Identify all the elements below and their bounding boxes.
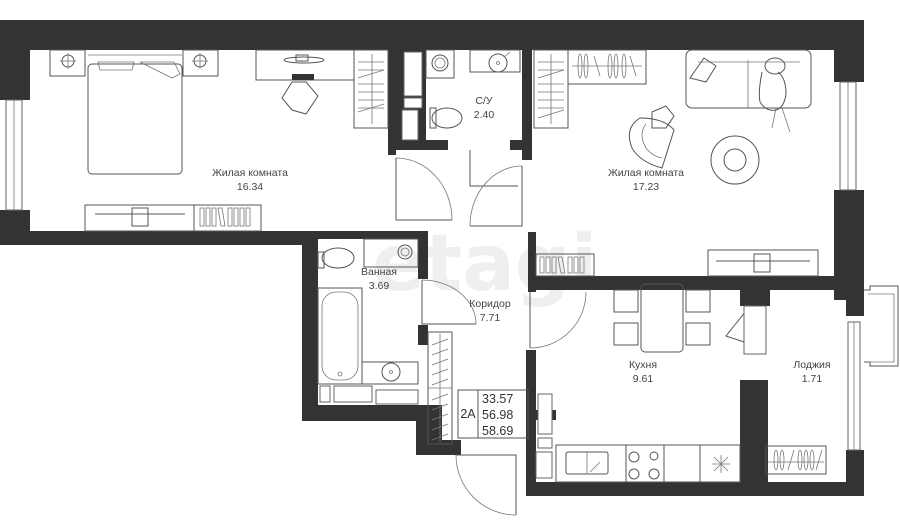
room-name: С/У — [475, 95, 493, 107]
room-area: 2.40 — [474, 109, 495, 121]
domclick-house-icon — [38, 460, 66, 490]
walls — [0, 20, 864, 496]
kitchen-furniture — [535, 283, 767, 483]
room-label-loggia: Лоджия 1.71 — [793, 359, 830, 385]
loggia-furniture — [765, 445, 827, 475]
room-area: 9.61 — [633, 373, 654, 385]
room-area: 1.71 — [802, 373, 823, 385]
total-area: 56.98 — [482, 408, 513, 422]
room-label-corridor: Коридор 7.71 — [469, 298, 511, 324]
room-name: Лоджия — [793, 359, 830, 371]
room-name: Жилая комната — [608, 167, 684, 179]
room-label-bedroom-left: Жилая комната 16.34 — [212, 167, 288, 193]
windows — [5, 81, 899, 451]
living-area: 33.57 — [482, 392, 513, 406]
room-label-living-right: Жилая комната 17.23 — [608, 167, 684, 193]
room-name: Ванная — [361, 266, 397, 278]
room-area: 16.34 — [237, 181, 263, 193]
room-name: Кухня — [629, 359, 657, 371]
room-area: 17.23 — [633, 181, 659, 193]
living-room-furniture — [533, 49, 819, 277]
total-area-with-loggia: 58.69 — [482, 424, 513, 438]
bedroom-furniture — [49, 49, 389, 232]
bathroom-furniture — [317, 238, 419, 405]
room-label-bathroom: Ванная 3.69 — [361, 266, 397, 292]
area-summary: 2A 33.57 56.98 58.69 — [457, 389, 529, 439]
domclick-logo[interactable]: Домклик — [38, 460, 192, 496]
room-label-wc: С/У 2.40 — [474, 95, 495, 121]
room-label-kitchen: Кухня 9.61 — [629, 359, 657, 385]
room-name: Коридор — [469, 298, 511, 310]
doors — [395, 150, 587, 516]
wc-furniture — [401, 49, 521, 141]
corridor-wardrobe — [427, 331, 453, 445]
room-name: Жилая комната — [212, 167, 288, 179]
room-area: 3.69 — [369, 280, 390, 292]
logo-text: Домклик — [78, 471, 192, 496]
room-area: 7.71 — [480, 312, 501, 324]
apartment-type: 2A — [460, 407, 476, 421]
